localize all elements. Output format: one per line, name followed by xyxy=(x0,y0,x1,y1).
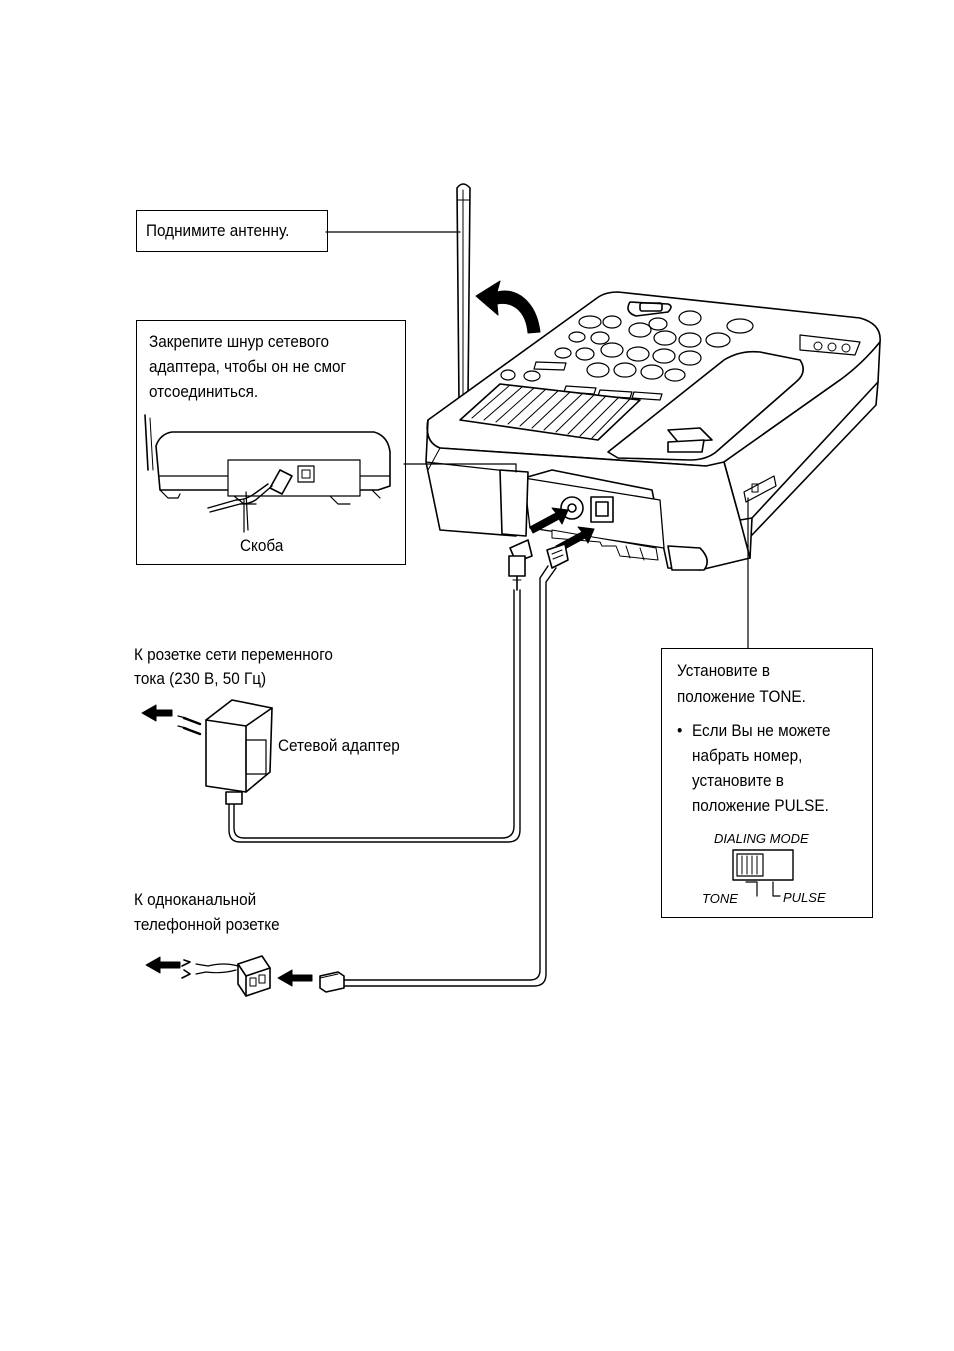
arrow-plug-to-jack-icon xyxy=(277,969,313,987)
fix-cord-line-3: отсоединиться. xyxy=(149,382,259,401)
ac-outlet-line-1: К розетке сети переменного xyxy=(134,645,333,664)
bracket-label: Скоба xyxy=(240,536,284,555)
raise-arrow-icon xyxy=(475,280,541,334)
adapter-cord xyxy=(233,589,515,839)
set-tone-line-2: положение TONE. xyxy=(677,687,806,706)
switch-pulse-label: PULSE xyxy=(783,890,826,905)
dialing-mode-switch xyxy=(732,849,794,897)
arrow-to-ac-outlet-icon xyxy=(141,704,173,722)
pulse-note-line-2: набрать номер, xyxy=(692,746,803,765)
pulse-note-line-3: установите в xyxy=(692,771,784,790)
dialing-mode-title: DIALING MODE xyxy=(714,831,809,846)
fix-cord-inset-box xyxy=(136,320,406,565)
antenna xyxy=(456,183,471,403)
raise-antenna-box xyxy=(136,210,328,252)
pulse-note-line-1: Если Вы не можете xyxy=(692,721,831,740)
bullet: • xyxy=(677,721,683,740)
ac-outlet-line-2: тока (230 В, 50 Гц) xyxy=(134,669,267,688)
switch-tone-label: TONE xyxy=(702,891,738,906)
phone-jack-line-2: телефонной розетке xyxy=(134,915,280,934)
fix-cord-line-2: адаптера, чтобы он не смог xyxy=(149,357,347,376)
set-tone-line-1: Установите в xyxy=(677,661,771,680)
phone-cord xyxy=(343,565,549,981)
dc-plug xyxy=(508,539,533,591)
inset-bracket-drawing xyxy=(144,414,391,533)
dialing-mode-box xyxy=(661,648,873,918)
phone-plug xyxy=(546,543,569,569)
fix-cord-line-1: Закрепите шнур сетевого xyxy=(149,332,330,351)
pulse-note-line-4: положение PULSE. xyxy=(692,796,829,815)
phone-jack-line-1: К одноканальной xyxy=(134,890,257,909)
arrow-to-phone-jack-icon xyxy=(145,956,181,974)
phone-cord-plug xyxy=(319,971,345,993)
power-adapter-label: Сетевой адаптер xyxy=(278,736,400,755)
wall-jack xyxy=(181,955,271,997)
raise-antenna-label: Поднимите антенну. xyxy=(146,221,290,240)
power-adapter xyxy=(177,699,273,805)
base-unit xyxy=(425,291,881,571)
